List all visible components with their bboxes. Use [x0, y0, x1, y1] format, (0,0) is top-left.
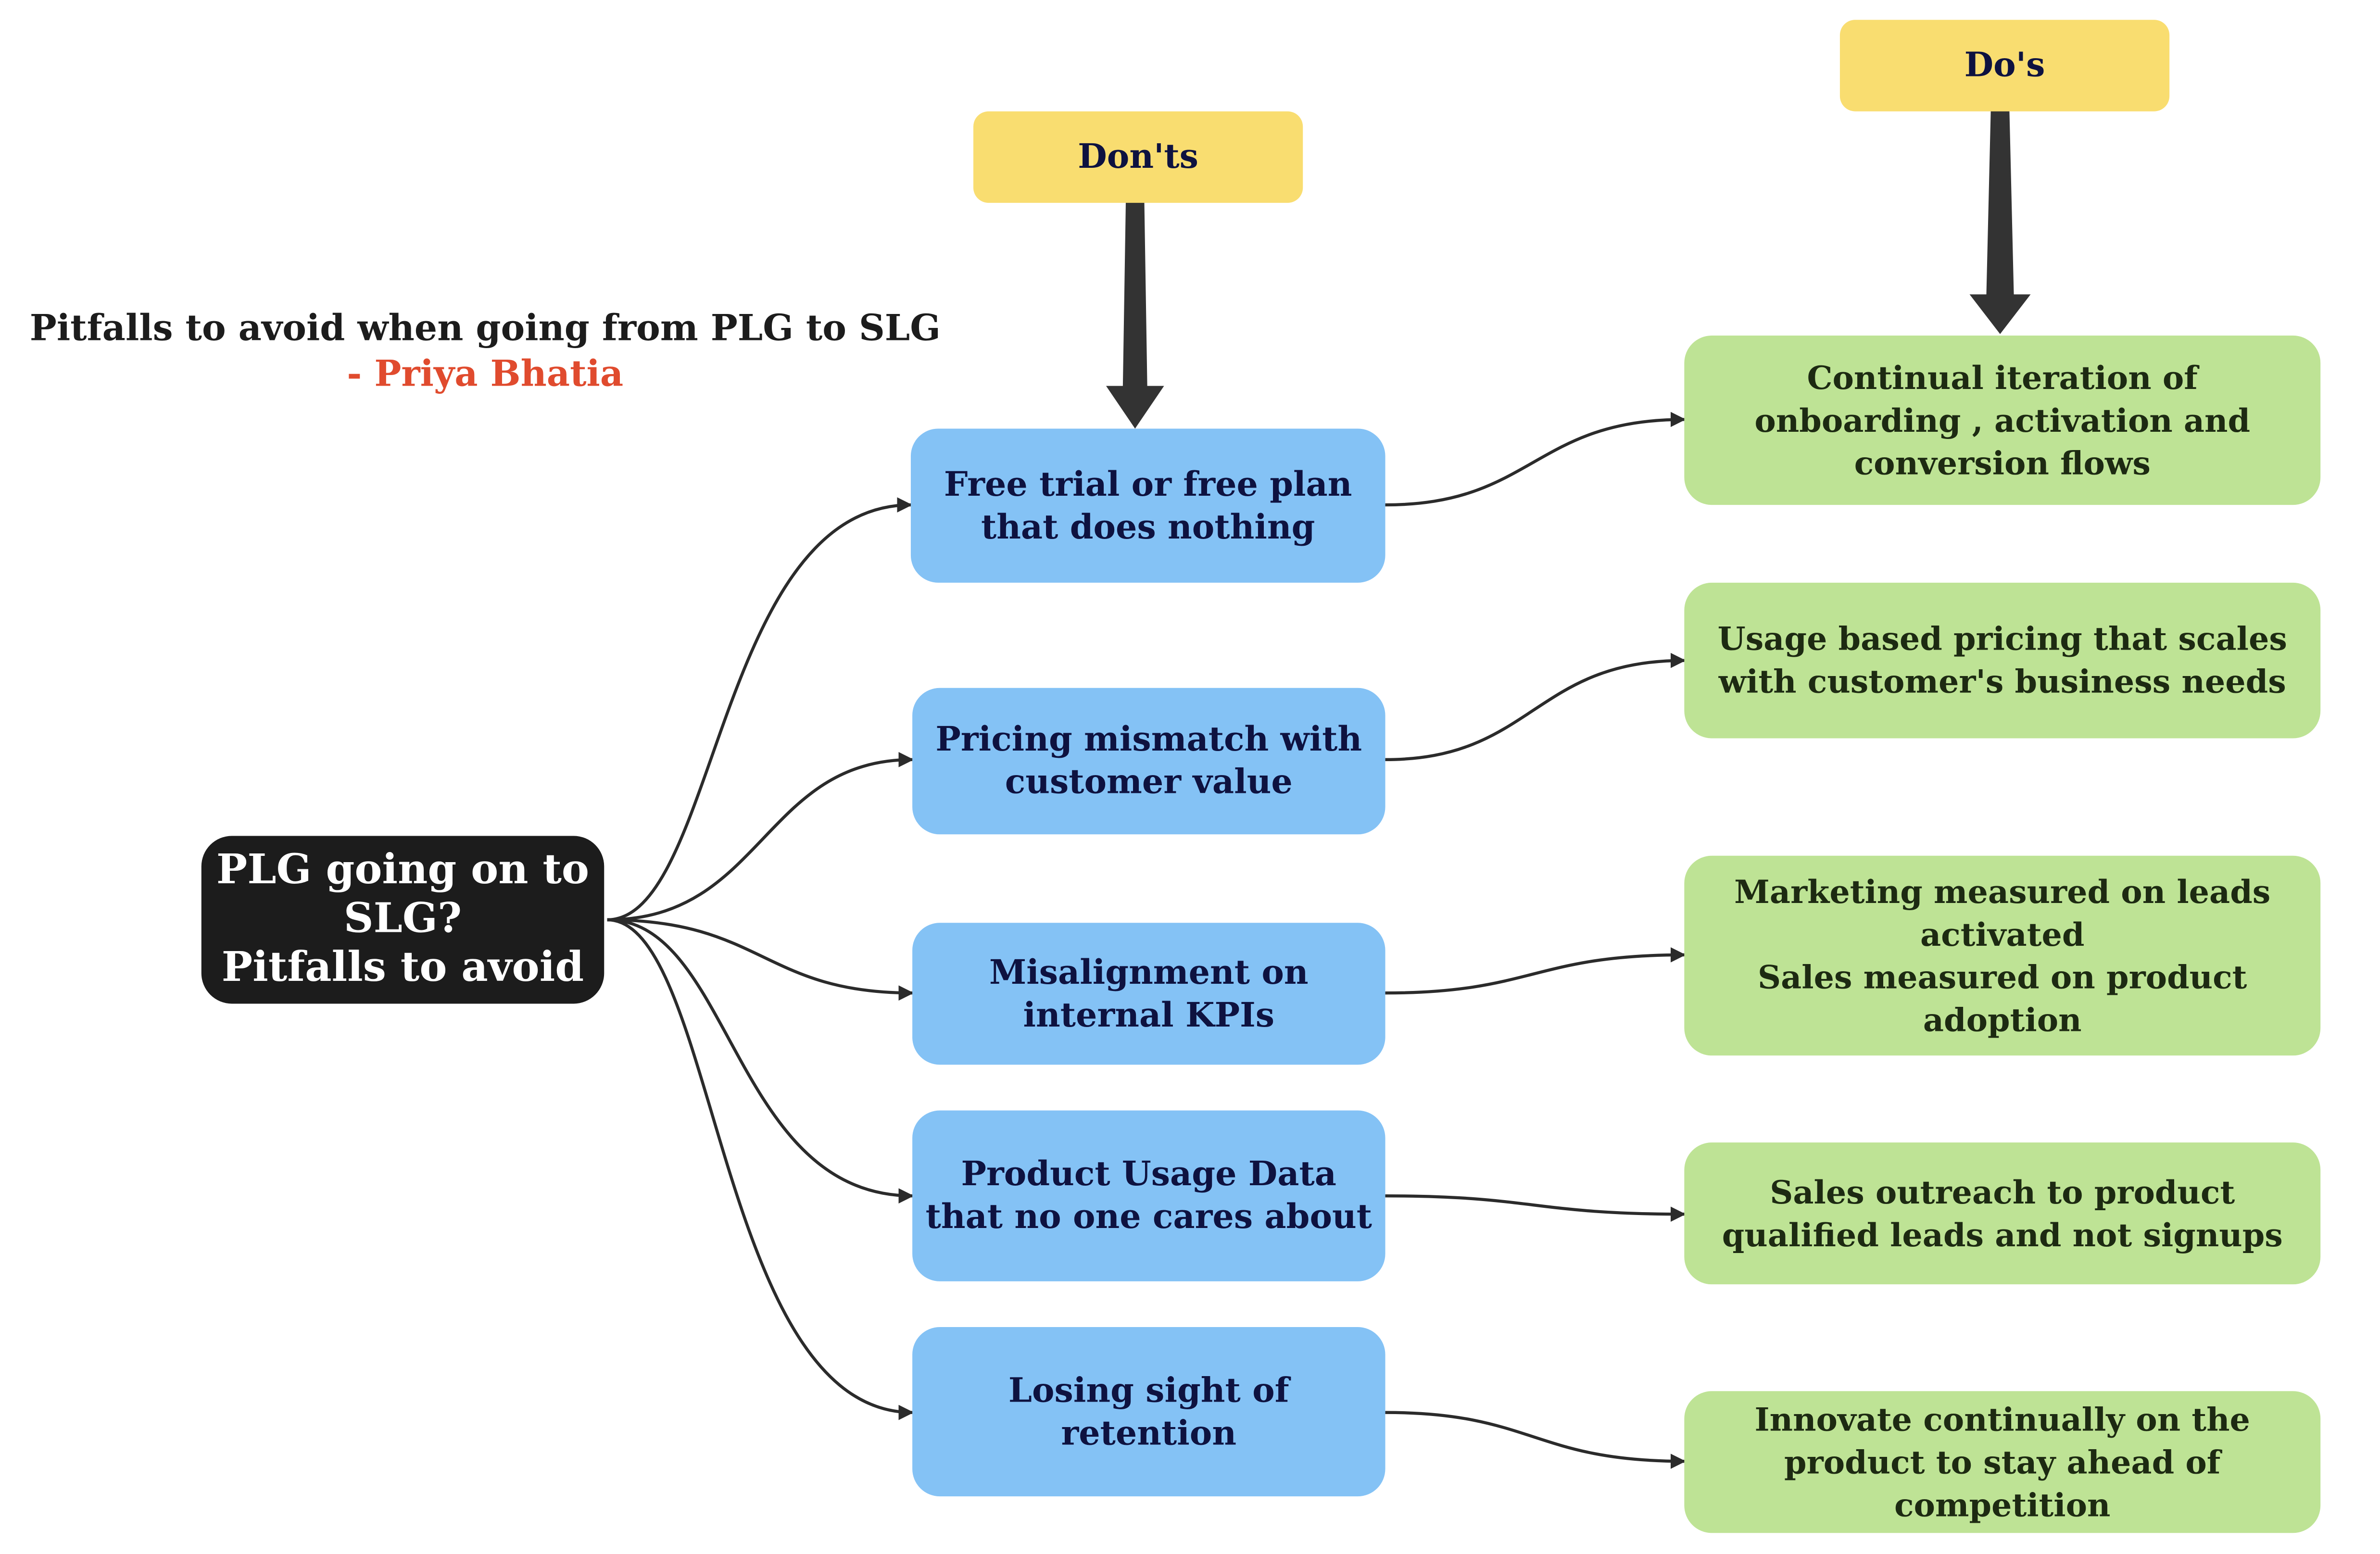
dont-node-pricing-mismatch: Pricing mismatch with customer value	[912, 688, 1385, 835]
page-title: Pitfalls to avoid when going from PLG to…	[0, 305, 970, 396]
dont-node-kpi-misalignment: Misalignment on internal KPIs	[912, 923, 1385, 1065]
donts-down-arrow	[1106, 195, 1164, 429]
connector-dont-5-to-do-5	[1385, 1411, 1686, 1469]
dont-node-usage-data: Product Usage Data that no one cares abo…	[912, 1110, 1385, 1281]
do-node-sales-outreach: Sales outreach to product qualified lead…	[1684, 1142, 2321, 1285]
connector-root-to-dont-5	[607, 918, 914, 1420]
connector-root-to-dont-3	[607, 918, 914, 1001]
dos-down-arrow	[1969, 103, 2031, 334]
do-node-measurement: Marketing measured on leads activated Sa…	[1684, 855, 2321, 1056]
connector-dont-1-to-do-1	[1385, 412, 1686, 507]
donts-header: Don'ts	[973, 111, 1303, 203]
dont-node-retention: Losing sight of retention	[912, 1327, 1385, 1497]
connector-root-to-dont-1	[607, 497, 913, 922]
connector-dont-4-to-do-4	[1385, 1194, 1686, 1222]
connector-root-to-dont-2	[607, 752, 914, 922]
connector-dont-2-to-do-2	[1385, 652, 1686, 762]
dont-node-free-trial: Free trial or free plan that does nothin…	[910, 428, 1385, 583]
root-node: PLG going on to SLG? Pitfalls to avoid	[201, 836, 604, 1004]
do-node-innovate: Innovate continually on the product to s…	[1684, 1391, 2321, 1533]
author-credit: - Priya Bhatia	[347, 352, 624, 395]
title-text: Pitfalls to avoid when going from PLG to…	[29, 306, 941, 350]
do-node-usage-pricing: Usage based pricing that scales with cus…	[1684, 582, 2321, 739]
connector-root-to-dont-4	[607, 918, 914, 1203]
connector-dont-3-to-do-3	[1385, 947, 1686, 995]
do-node-iteration: Continual iteration of onboarding , acti…	[1684, 335, 2321, 505]
dos-header: Do's	[1839, 20, 2170, 112]
